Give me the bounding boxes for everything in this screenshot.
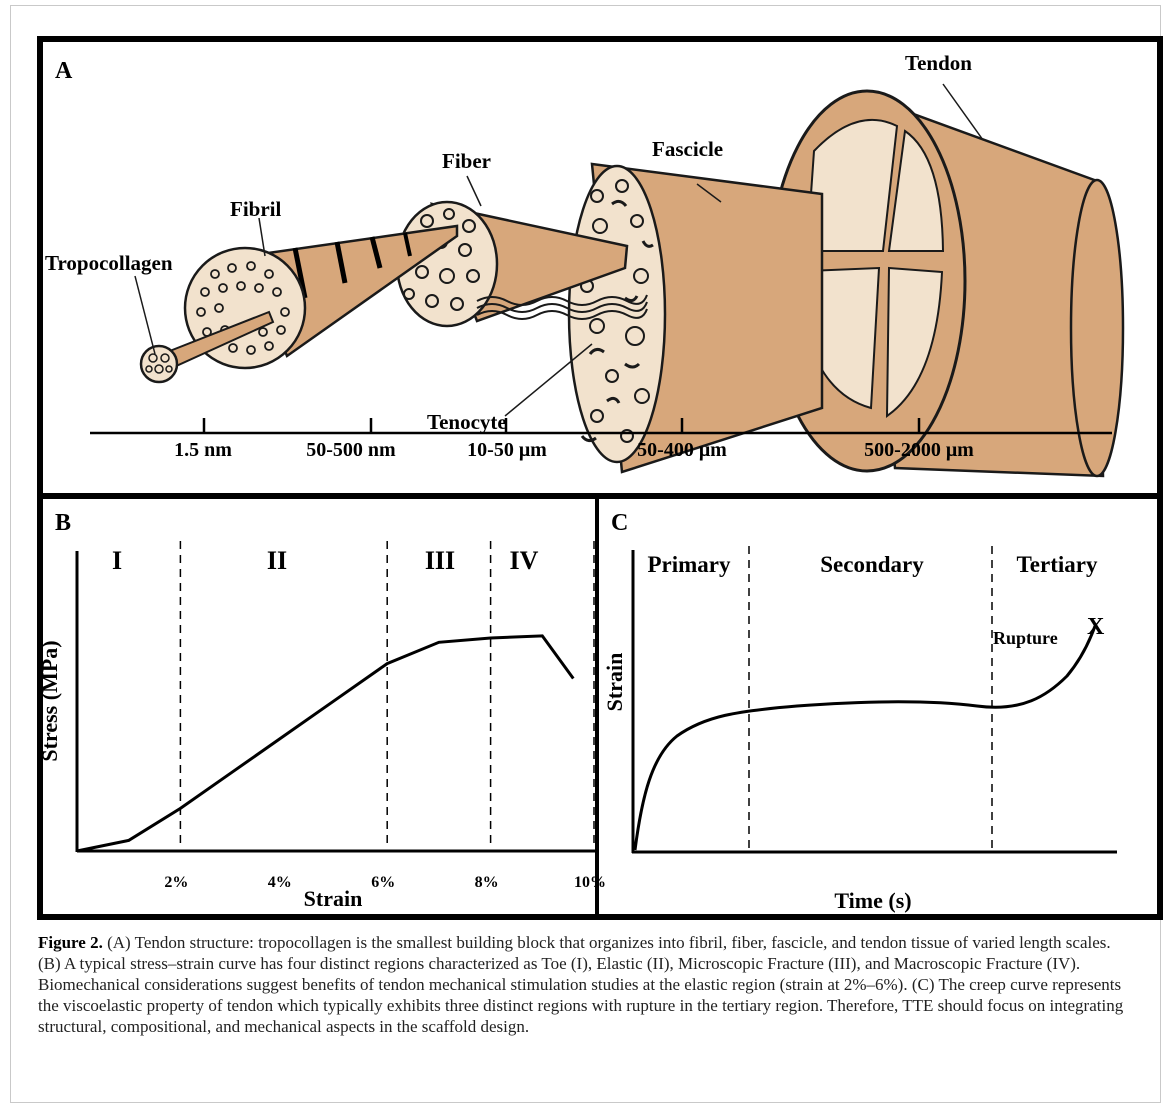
b-tick-label: 4% <box>268 874 292 891</box>
b-tick-label: 8% <box>475 874 499 891</box>
rupture-marker: X <box>1087 614 1105 640</box>
c-region-label: Tertiary <box>1017 552 1098 577</box>
b-tick-label: 6% <box>371 874 395 891</box>
tropocollagen-cross-section <box>141 346 177 382</box>
tendon-label: Tendon <box>905 51 972 75</box>
c-y-axis-title: Strain <box>602 653 627 712</box>
scale-label: 50-500 nm <box>306 439 396 461</box>
b-region-label: IV <box>510 546 539 575</box>
c-region-label: Primary <box>647 552 731 577</box>
panel-b-letter: B <box>55 510 71 536</box>
c-region-label: Secondary <box>820 552 924 577</box>
figure-graphic: A <box>37 36 1163 920</box>
b-region-label: I <box>112 546 122 575</box>
tenocyte-label: Tenocyte <box>427 410 507 434</box>
caption-label: Figure 2. <box>38 933 103 952</box>
b-x-axis-title: Strain <box>304 886 363 911</box>
tendon-end <box>1071 180 1123 476</box>
scale-label: 50-400 μm <box>637 439 727 461</box>
scale-label: 1.5 nm <box>174 439 232 461</box>
b-tick-label: 10% <box>574 874 606 891</box>
caption-text: (A) Tendon structure: tropocollagen is t… <box>38 933 1123 1036</box>
c-x-axis-title: Time (s) <box>834 888 911 913</box>
scale-label: 10-50 μm <box>467 439 547 461</box>
fibril-label: Fibril <box>230 197 281 221</box>
rupture-label: Rupture <box>993 628 1058 648</box>
scale-label: 500-2000 μm <box>864 439 974 461</box>
panel-c-letter: C <box>611 510 628 536</box>
fiber-label: Fiber <box>442 149 491 173</box>
fascicle-cross-section <box>569 166 665 462</box>
b-tick-label: 2% <box>164 874 188 891</box>
fascicle-label: Fascicle <box>652 137 723 161</box>
b-y-axis-title: Stress (MPa) <box>37 640 62 761</box>
panel-a-letter: A <box>55 58 73 84</box>
c-region-labels: Primary Secondary Tertiary <box>647 552 1097 577</box>
figure-caption: Figure 2. (A) Tendon structure: tropocol… <box>38 932 1128 1037</box>
tropocollagen-label: Tropocollagen <box>45 251 173 275</box>
figure-2: A <box>37 36 1163 920</box>
b-region-label: II <box>267 546 287 575</box>
b-region-label: III <box>425 546 455 575</box>
